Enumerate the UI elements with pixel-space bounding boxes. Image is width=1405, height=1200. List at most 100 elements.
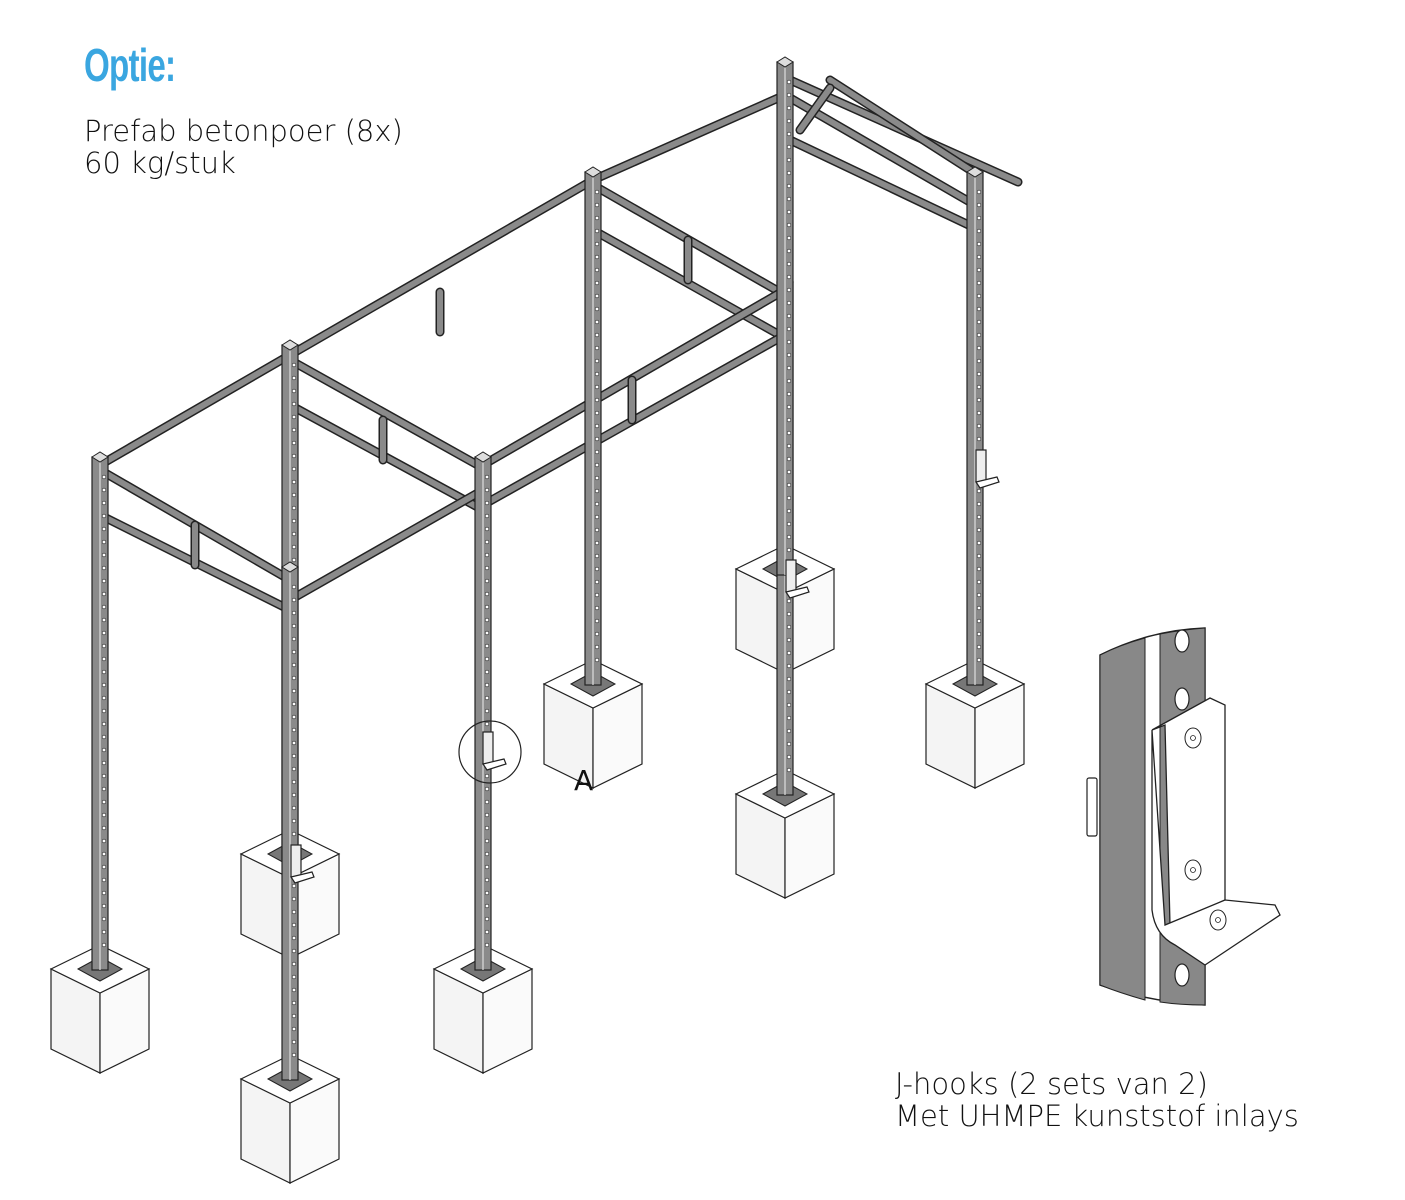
post-hole [594,527,600,533]
j-hook-cradle [290,871,315,884]
post-hole [484,565,490,571]
post-hole [594,475,600,481]
post-hole [484,500,490,506]
post-hole [786,650,792,656]
post-hole [291,740,297,746]
detail-screw-head [1215,917,1221,923]
post-hole [291,922,297,928]
post-hole [484,851,490,857]
detail-upright-hole [1174,963,1190,987]
j-hook [290,844,315,884]
post-hole [291,636,297,642]
j-hook-plate [975,449,987,483]
post-hole [594,332,600,338]
post-hole [101,669,107,675]
post-hole [786,92,792,98]
post-hole [101,721,107,727]
post-hole [291,792,297,798]
post-hole [976,527,982,533]
beam [787,137,978,231]
post-hole [484,591,490,597]
post-hole [484,656,490,662]
post-hole [291,818,297,824]
post-hole [484,708,490,714]
post-hole [594,215,600,221]
post-hole [101,656,107,662]
post-hole [291,766,297,772]
beam [97,352,293,468]
post-hole [291,714,297,720]
post-hole [484,630,490,636]
post-hole [484,526,490,532]
post-hole [786,676,792,682]
post-hole [786,741,792,747]
post-hole [594,254,600,260]
post-hole [786,105,792,111]
post-hole [484,669,490,675]
post-hole [594,644,600,650]
post-hole [594,384,600,390]
post-hole [594,293,600,299]
post-hole [484,578,490,584]
option-note: Prefab betonpoer (8x) 60 kg/stuk [84,115,403,179]
post-hole [101,474,107,480]
post-cap [966,166,984,178]
post-hole [786,611,792,617]
post-hole [976,228,982,234]
post-hole [484,474,490,480]
post-hole [594,423,600,429]
j-hook-cradle [785,586,810,599]
post-hole [291,974,297,980]
post-hole [291,1026,297,1032]
post-hole [101,539,107,545]
post-hole [291,505,297,511]
post-hole [594,189,600,195]
post-hole [976,280,982,286]
post-hole [291,388,297,394]
post-hole [976,592,982,598]
post-hole [484,487,490,493]
post-hole [291,753,297,759]
post-hole [101,734,107,740]
detail-label: A [574,764,594,797]
post-hole [291,701,297,707]
detail-screw-head [1190,735,1196,741]
post-hole [101,552,107,558]
post-hole [786,118,792,124]
post-hole [786,728,792,734]
concrete-footing [239,1054,341,1184]
post-hole [976,319,982,325]
post-hole [976,566,982,572]
post-hole [291,492,297,498]
post-hole [101,851,107,857]
post-hole [101,838,107,844]
post-hole [101,643,107,649]
post-hole [786,144,792,150]
post-hole [291,662,297,668]
beam [287,177,596,358]
detail-screw-head [1190,867,1196,873]
post-hole [976,501,982,507]
beam [287,487,486,603]
post-hole [976,293,982,299]
post-hole [101,591,107,597]
post-hole [291,1013,297,1019]
j-hook [482,731,507,771]
post-hole [594,488,600,494]
post-hole [291,831,297,837]
post-hole [291,453,297,459]
post-hole [594,657,600,663]
post-hole [786,430,792,436]
post-hole [594,605,600,611]
post-hole [484,929,490,935]
post-cap [474,451,492,463]
post-hole [484,825,490,831]
post-hole [976,267,982,273]
post-hole [976,202,982,208]
post-hole [976,254,982,260]
post-hole [101,942,107,948]
j-hook-plate [785,559,797,593]
post-hole [786,313,792,319]
post-hole [101,864,107,870]
post-hole [786,326,792,332]
